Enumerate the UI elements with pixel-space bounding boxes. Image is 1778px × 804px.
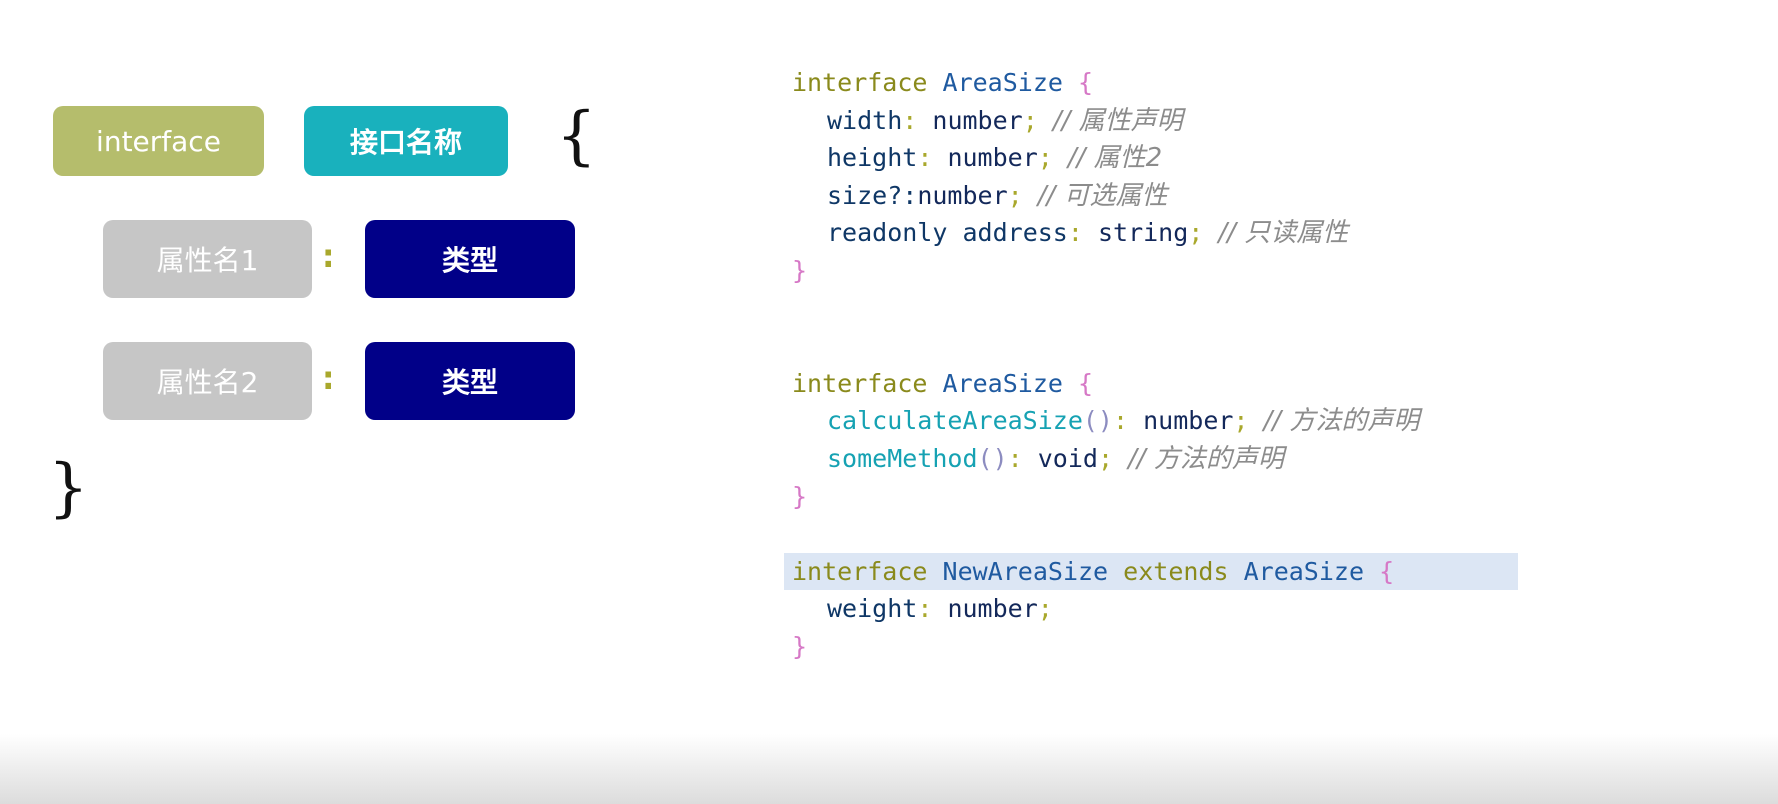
code-line: } <box>792 478 1692 516</box>
code-close-brace: } <box>792 255 808 285</box>
type-box-1: 类型 <box>365 220 575 298</box>
code-semicolon: ; <box>1233 406 1249 436</box>
code-colon: : <box>917 143 933 173</box>
code-keyword: interface <box>792 368 928 398</box>
colon-1: : <box>318 236 339 276</box>
interface-name-label: 接口名称 <box>349 126 462 159</box>
code-type: number <box>947 594 1038 624</box>
code-colon: : <box>917 594 933 624</box>
code-property: size?: <box>827 180 918 210</box>
code-extends-keyword: extends <box>1123 556 1229 586</box>
code-semicolon: ; <box>1022 105 1038 135</box>
code-modifier: readonly <box>827 218 948 248</box>
code-line: width: number; // 属性声明 <box>792 102 1692 140</box>
code-line: } <box>792 252 1692 290</box>
code-parens: () <box>977 443 1008 473</box>
property-name-label-1: 属性名1 <box>156 244 259 277</box>
code-line: size?:number; // 可选属性 <box>792 177 1692 215</box>
code-type: string <box>1097 218 1189 248</box>
code-method: someMethod <box>827 443 978 473</box>
type-box-2: 类型 <box>365 342 575 420</box>
code-comment: // 只读属性 <box>1218 218 1349 249</box>
interface-keyword-label: interface <box>96 124 221 158</box>
code-comment: // 属性2 <box>1067 143 1163 174</box>
code-semicolon: ; <box>1188 218 1204 248</box>
property-name-label-2: 属性名2 <box>156 366 259 399</box>
code-interface-name: AreaSize <box>942 368 1063 398</box>
code-type: number <box>1143 406 1234 436</box>
code-open-brace: { <box>1078 68 1094 97</box>
code-semicolon: ; <box>1037 143 1053 173</box>
code-line: calculateAreaSize(): number; // 方法的声明 <box>792 402 1692 440</box>
code-property: width <box>827 105 903 135</box>
colon-2: : <box>318 358 339 398</box>
code-base-interface: AreaSize <box>1243 556 1365 586</box>
code-close-brace: } <box>792 631 808 661</box>
code-line: interface AreaSize { <box>792 365 1692 403</box>
code-type: number <box>917 180 1008 210</box>
code-line: } <box>792 628 1692 666</box>
code-keyword: interface <box>792 68 928 97</box>
code-interface-name: AreaSize <box>942 68 1063 97</box>
code-comment: // 方法的声明 <box>1128 443 1284 474</box>
code-open-brace: { <box>1379 556 1395 586</box>
code-semicolon: ; <box>1037 594 1053 624</box>
code-comment: // 属性声明 <box>1052 105 1183 136</box>
code-colon: : <box>1067 218 1083 248</box>
code-close-brace: } <box>792 481 808 511</box>
code-property: height <box>827 143 918 173</box>
code-line: interface AreaSize { <box>792 64 1692 102</box>
close-brace: } <box>48 451 89 525</box>
code-type: number <box>932 105 1023 135</box>
open-brace: { <box>556 99 597 173</box>
code-interface-name: NewAreaSize <box>942 556 1109 586</box>
property-name-box-1: 属性名1 <box>103 220 312 298</box>
type-label-1: 类型 <box>441 244 498 277</box>
code-colon: : <box>902 105 918 135</box>
code-semicolon: ; <box>1097 443 1114 473</box>
code-line: weight: number; <box>792 590 1692 628</box>
code-line: readonly address: string; // 只读属性 <box>792 214 1692 252</box>
code-line: someMethod(): void; // 方法的声明 <box>792 440 1692 478</box>
code-method: calculateAreaSize <box>827 406 1083 436</box>
code-type: void <box>1037 443 1098 473</box>
code-property: address <box>962 218 1068 248</box>
code-keyword: interface <box>792 556 928 586</box>
interface-name-box: 接口名称 <box>304 106 508 176</box>
property-name-box-2: 属性名2 <box>103 342 312 420</box>
code-comment: // 方法的声明 <box>1263 406 1420 437</box>
code-type: number <box>947 143 1038 173</box>
code-comment: // 可选属性 <box>1037 180 1168 211</box>
code-line-highlighted: interface NewAreaSize extends AreaSize { <box>784 552 1518 591</box>
code-open-brace: { <box>1078 368 1094 398</box>
type-label-2: 类型 <box>441 366 498 399</box>
bottom-shadow <box>0 734 1778 804</box>
code-line: height: number; // 属性2 <box>792 139 1692 177</box>
code-colon: : <box>1112 406 1129 436</box>
interface-keyword-box: interface <box>53 106 264 176</box>
code-colon: : <box>1007 443 1023 473</box>
code-sample: interface AreaSize { width: number; // 属… <box>784 64 1692 666</box>
code-property: weight <box>827 594 918 624</box>
code-semicolon: ; <box>1007 180 1023 210</box>
code-parens: () <box>1082 406 1113 436</box>
